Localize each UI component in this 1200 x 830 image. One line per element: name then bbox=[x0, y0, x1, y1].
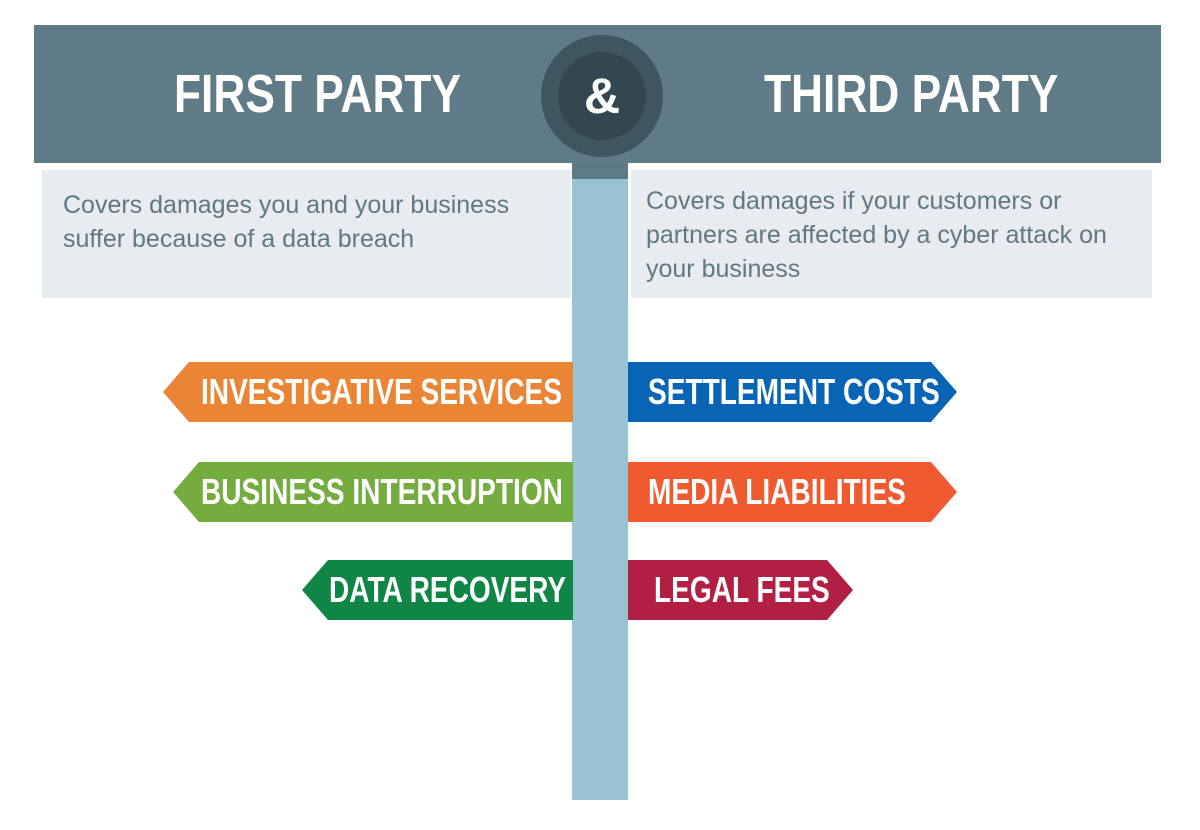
third-party-description: Covers damages if your customers or part… bbox=[631, 170, 1152, 298]
sign-label: LEGAL FEES bbox=[654, 569, 830, 610]
ampersand-text: & bbox=[558, 52, 646, 140]
sign-label: BUSINESS INTERRUPTION bbox=[201, 471, 563, 512]
first-party-description: Covers damages you and your business suf… bbox=[42, 170, 571, 298]
first-party-title: FIRST PARTY bbox=[174, 64, 461, 124]
sign-post-cap bbox=[572, 163, 628, 179]
sign-legal-fees: LEGAL FEES bbox=[628, 560, 853, 620]
sign-business-interruption: BUSINESS INTERRUPTION bbox=[173, 462, 573, 522]
sign-media-liabilities: MEDIA LIABILITIES bbox=[628, 462, 957, 522]
sign-label: MEDIA LIABILITIES bbox=[648, 471, 906, 512]
third-party-title: THIRD PARTY bbox=[764, 64, 1059, 124]
sign-post bbox=[572, 163, 628, 800]
sign-settlement-costs: SETTLEMENT COSTS bbox=[628, 362, 957, 422]
sign-label: INVESTIGATIVE SERVICES bbox=[201, 371, 562, 412]
sign-label: SETTLEMENT COSTS bbox=[648, 371, 940, 412]
sign-investigative-services: INVESTIGATIVE SERVICES bbox=[163, 362, 573, 422]
ampersand-badge: & bbox=[541, 35, 663, 157]
sign-label: DATA RECOVERY bbox=[329, 569, 567, 610]
sign-data-recovery: DATA RECOVERY bbox=[302, 560, 573, 620]
